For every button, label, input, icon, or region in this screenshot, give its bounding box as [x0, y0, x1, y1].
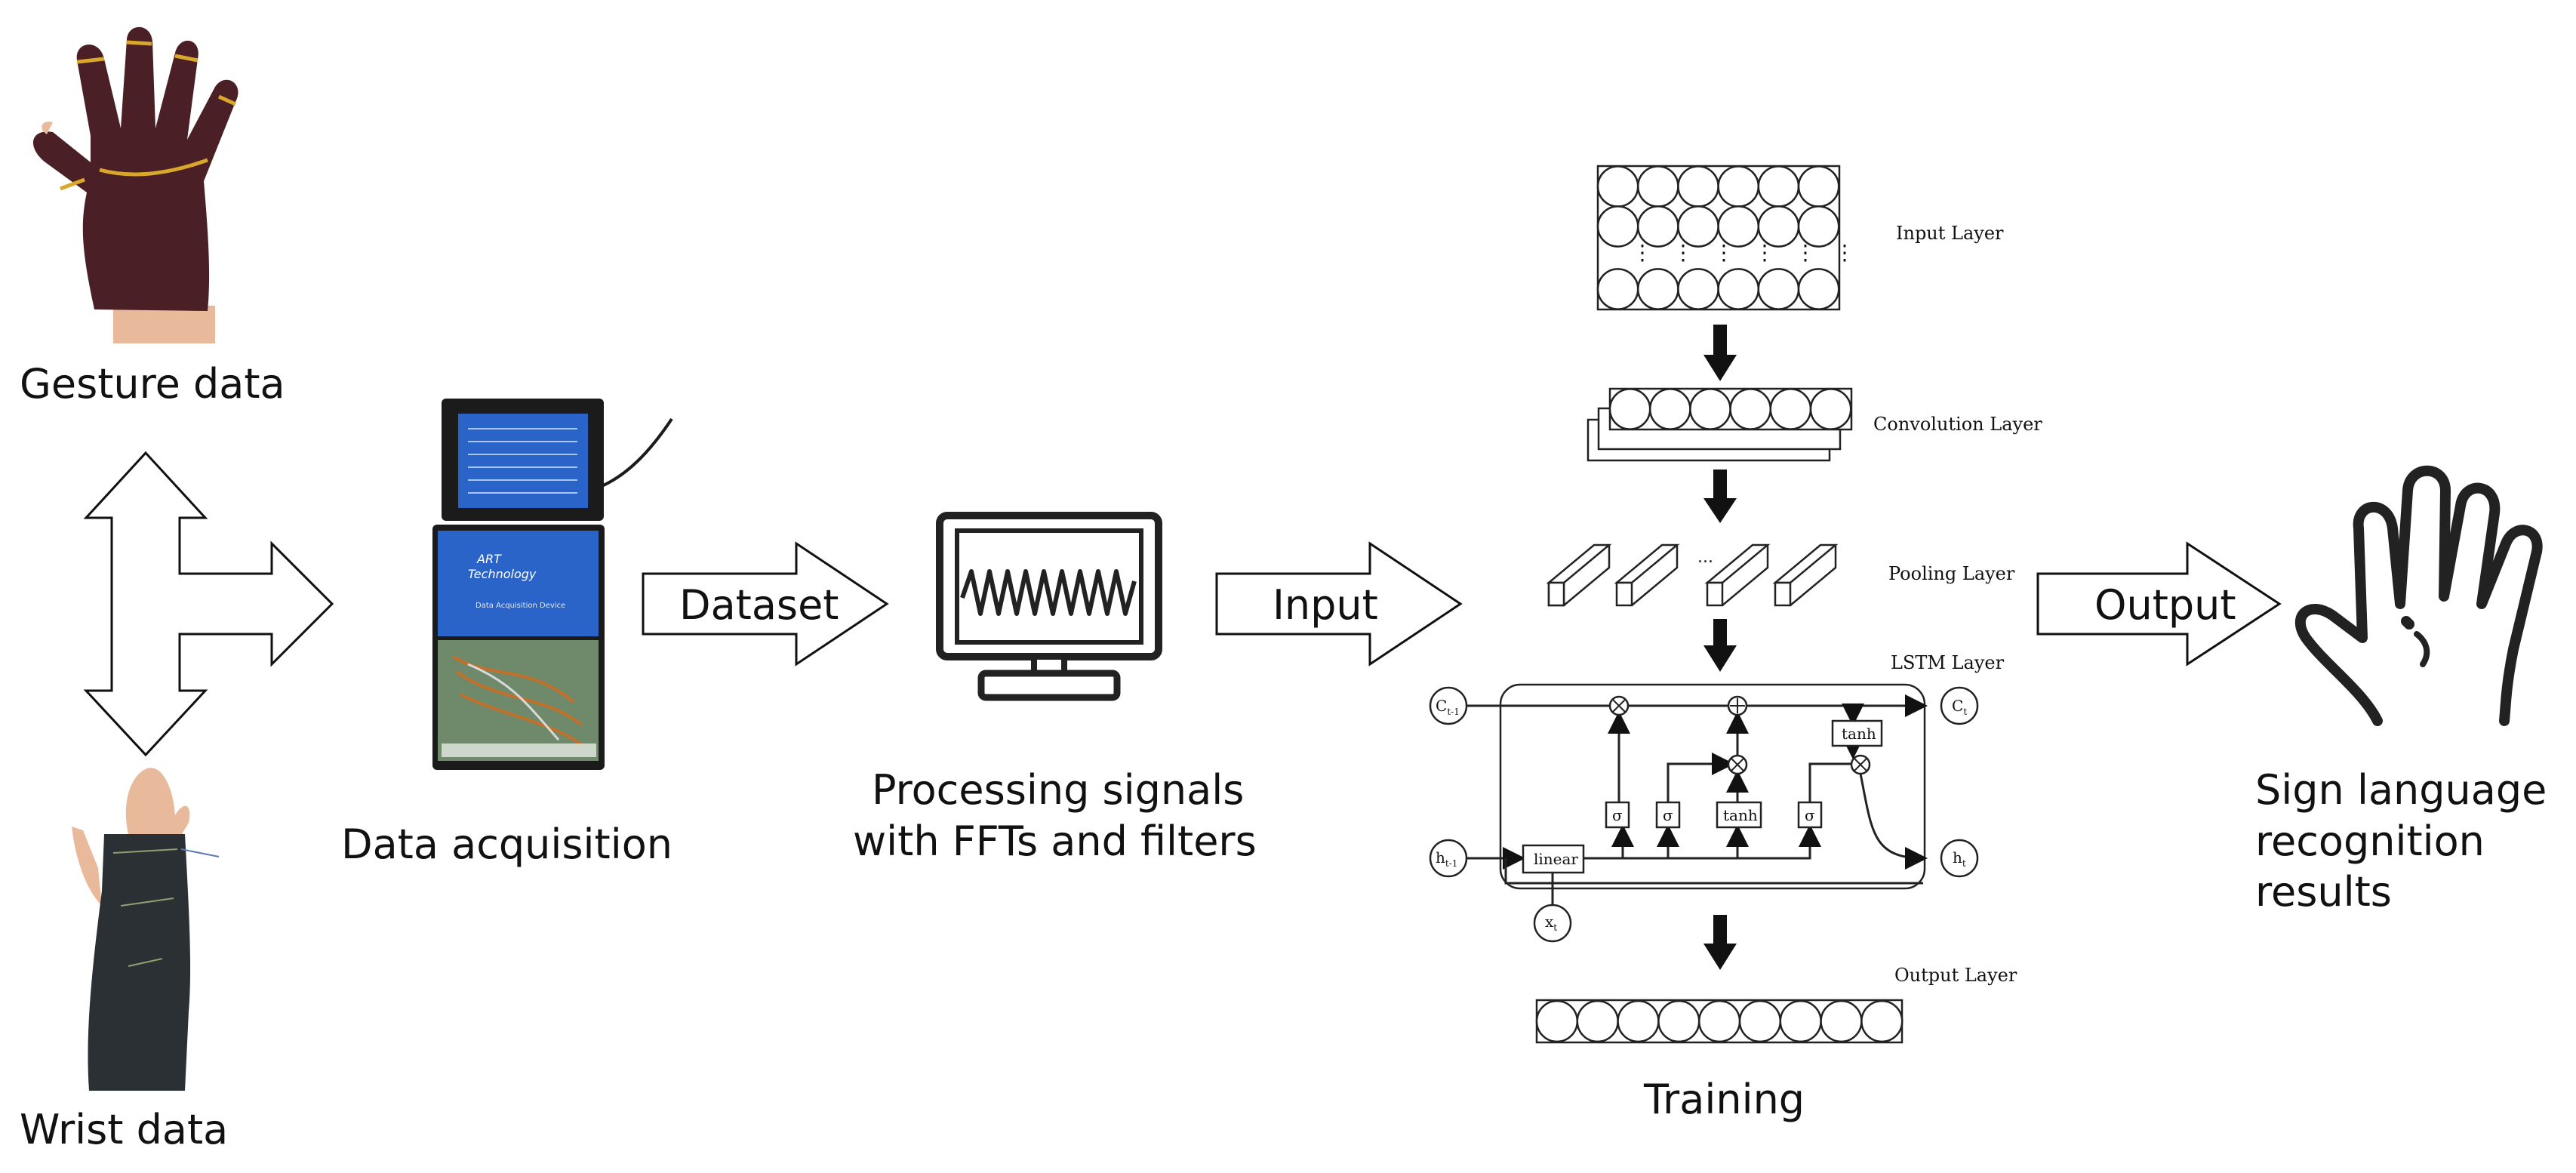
- h-prev-label: ht-1: [1436, 848, 1457, 869]
- input-layer-grid: ⋮ ⋮ ⋮ ⋮ ⋮ ⋮: [1596, 165, 1855, 311]
- conv-neuron: [1729, 388, 1772, 430]
- svg-text:⋮: ⋮: [1795, 240, 1816, 265]
- input-neuron: [1717, 165, 1760, 208]
- down-arrow-3: [1703, 619, 1737, 672]
- lstm-cell: σ σ tanh σ tanh linear Ct-1 Ct ht-1 ht x…: [1429, 683, 1979, 943]
- input-neuron: [1797, 165, 1840, 208]
- output-neuron: [1697, 999, 1741, 1043]
- output-neuron: [1576, 999, 1619, 1043]
- input-gate-sigma: σ: [1663, 806, 1673, 824]
- cell-tanh: tanh: [1842, 725, 1876, 743]
- result-label-line3: results: [2255, 868, 2392, 916]
- daq-device-photo: ART Technology Data Acquisition Device: [432, 399, 673, 770]
- dataset-arrow: [642, 541, 889, 667]
- output-neuron: [1820, 999, 1863, 1043]
- input-neuron: [1717, 268, 1760, 310]
- double-headed-flow-arrow: [83, 451, 334, 757]
- x-input-label: xt: [1545, 913, 1557, 933]
- pooling-layer-blocks: ...: [1546, 543, 1839, 607]
- output-gate-sigma: σ: [1805, 806, 1815, 824]
- output-neuron: [1617, 999, 1660, 1043]
- input-neuron: [1797, 268, 1840, 310]
- input-neuron: [1636, 165, 1679, 208]
- input-neuron: [1636, 268, 1679, 310]
- input-neuron: [1677, 268, 1719, 310]
- down-arrow-4: [1703, 915, 1737, 970]
- svg-text:⋮: ⋮: [1632, 240, 1653, 265]
- monitor-waveform-icon: [936, 512, 1162, 701]
- input-neuron: [1596, 165, 1639, 208]
- svg-text:Data Acquisition Device: Data Acquisition Device: [475, 602, 565, 610]
- lstm-layer-label: LSTM Layer: [1891, 652, 2005, 673]
- input-neuron: [1757, 268, 1800, 310]
- h-next-label: ht: [1953, 848, 1966, 869]
- input-multiply-node: [1727, 754, 1748, 775]
- candidate-tanh: tanh: [1723, 806, 1758, 824]
- gesture-data-label: Gesture data: [20, 360, 285, 408]
- input-label: Input: [1273, 581, 1378, 629]
- training-label: Training: [1643, 1076, 1805, 1123]
- svg-text:⋮: ⋮: [1713, 240, 1734, 265]
- conv-neuron: [1689, 388, 1731, 430]
- output-layer-label: Output Layer: [1894, 965, 2017, 986]
- conv-neuron: [1769, 388, 1812, 430]
- dataset-label: Dataset: [679, 581, 839, 629]
- input-neuron: [1797, 205, 1840, 248]
- down-arrow-1: [1703, 325, 1737, 381]
- conv-neuron: [1809, 388, 1852, 430]
- linear-box: linear: [1534, 850, 1578, 868]
- c-prev-label: Ct-1: [1436, 697, 1460, 717]
- input-neuron: [1677, 165, 1719, 208]
- forget-gate-sigma: σ: [1612, 806, 1623, 824]
- c-next-label: Ct: [1952, 697, 1967, 717]
- input-arrow: [1215, 541, 1463, 667]
- processing-label-line1: Processing signals: [872, 766, 1244, 814]
- svg-text:Technology: Technology: [468, 567, 537, 581]
- pooling-layer-label: Pooling Layer: [1888, 563, 2015, 584]
- data-acquisition-label: Data acquisition: [341, 820, 672, 868]
- result-label-line1: Sign language: [2255, 766, 2547, 814]
- forget-multiply-node: [1608, 695, 1630, 716]
- processing-label-line2: with FFTs and filters: [853, 817, 1257, 865]
- svg-text:⋮: ⋮: [1834, 240, 1855, 265]
- input-neuron: [1757, 165, 1800, 208]
- output-neuron: [1738, 999, 1782, 1043]
- result-label-line2: recognition: [2255, 817, 2485, 865]
- output-multiply-node: [1850, 754, 1871, 775]
- input-layer-label: Input Layer: [1896, 223, 2004, 244]
- output-arrow: [2036, 541, 2282, 667]
- convolution-layer-label: Convolution Layer: [1873, 414, 2042, 435]
- down-arrow-2: [1703, 470, 1737, 523]
- output-label: Output: [2094, 581, 2236, 629]
- output-layer-row: [1535, 999, 1904, 1044]
- wrist-sleeve-photo: [72, 768, 220, 1091]
- output-neuron: [1860, 999, 1904, 1043]
- wrist-data-label: Wrist data: [20, 1106, 228, 1153]
- output-neuron: [1779, 999, 1822, 1043]
- svg-text:...: ...: [1697, 548, 1713, 567]
- output-neuron: [1535, 999, 1579, 1043]
- convolution-layer-stack: [1587, 387, 1853, 462]
- conv-neuron: [1608, 388, 1651, 430]
- svg-text:⋮: ⋮: [1673, 240, 1694, 265]
- svg-text:ART: ART: [476, 552, 502, 566]
- output-neuron: [1657, 999, 1700, 1043]
- cell-add-node: [1727, 695, 1748, 716]
- glove-photo: [32, 26, 239, 343]
- conv-neuron: [1648, 388, 1691, 430]
- hand-outline-icon: [2294, 465, 2543, 726]
- svg-text:⋮: ⋮: [1754, 240, 1775, 265]
- input-neuron: [1596, 268, 1639, 310]
